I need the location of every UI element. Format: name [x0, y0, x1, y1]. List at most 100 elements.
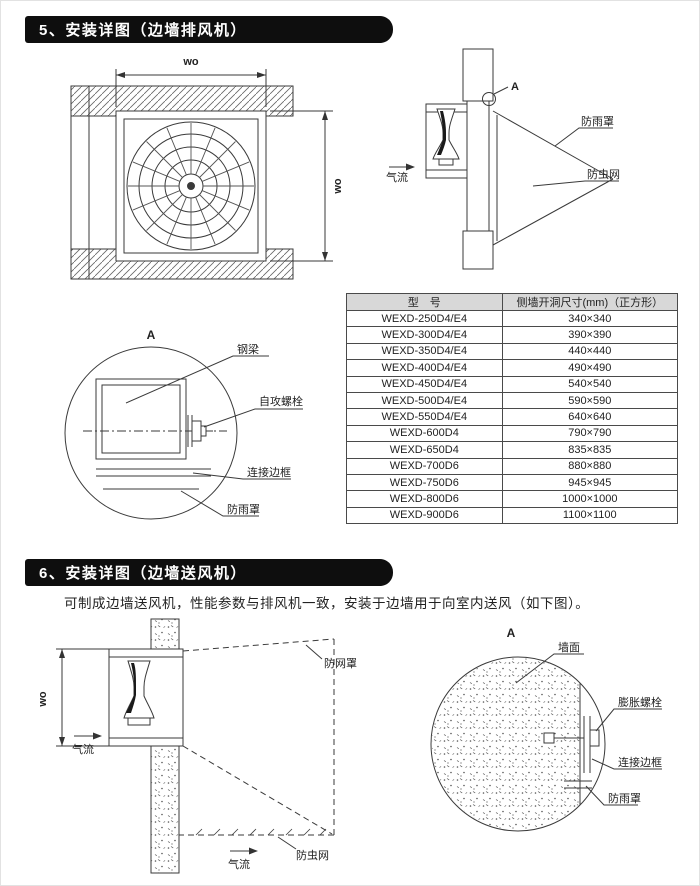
size-cell: 440×440	[501, 342, 679, 361]
detail-marker-label: A	[147, 328, 156, 342]
connecting-frame-label: 连接边框	[618, 756, 662, 769]
size-cell: 880×880	[501, 457, 679, 475]
fan-motor-cone	[123, 660, 155, 726]
fan-guard-spokes	[128, 123, 254, 249]
airflow-arrow	[389, 163, 415, 171]
net-cover-leader	[305, 644, 323, 660]
model-cell: WEXD-500D4/E4	[346, 391, 503, 410]
size-cell: 540×540	[501, 375, 679, 393]
rain-cover-label: 防雨罩	[581, 114, 614, 128]
model-cell: WEXD-750D6	[346, 473, 503, 492]
model-cell: WEXD-300D4/E4	[346, 326, 503, 344]
model-cell: WEXD-800D6	[346, 490, 503, 508]
dim-height-label: wo	[37, 691, 49, 708]
size-cell: 590×590	[501, 391, 679, 410]
self-tapping-bolt-label: 自攻螺栓	[259, 394, 303, 408]
supply-fan-detail-a: A 墙面 膨胀螺栓 连接边框 防雨罩	[430, 626, 662, 832]
insect-net-ticks	[195, 828, 327, 836]
insect-net-label: 防虫网	[296, 848, 329, 862]
callout-leaders	[515, 653, 662, 806]
dim-height-label: wo	[332, 178, 344, 195]
section5-title: 5、安装详图（边墙排风机）	[39, 22, 247, 39]
size-cell: 945×945	[501, 473, 679, 492]
insect-net-label: 防虫网	[587, 167, 620, 181]
size-cell: 790×790	[501, 424, 679, 443]
insect-net-leader	[532, 180, 619, 187]
size-cell: 1100×1100	[501, 506, 679, 525]
col-header-model: 型 号	[346, 293, 503, 311]
detail-marker-label: A	[511, 81, 519, 93]
dim-width-lines	[115, 69, 267, 107]
model-cell: WEXD-600D4	[346, 424, 503, 443]
net-cover-label: 防网罩	[324, 656, 357, 670]
section6-header: 6、安装详图（边墙送风机）	[25, 559, 393, 586]
wall-stipple-area	[432, 658, 580, 830]
size-cell: 1000×1000	[501, 490, 679, 508]
model-cell: WEXD-650D4	[346, 441, 503, 459]
callout-leaders	[125, 355, 303, 517]
connecting-frame-edges	[96, 468, 211, 490]
exhaust-fan-side-view: A 气流 防雨罩 防虫网	[386, 48, 620, 270]
airflow-out-arrow	[230, 847, 258, 855]
expansion-bolt-label: 膨胀螺栓	[618, 695, 662, 709]
exhaust-fan-detail-a: A 钢梁 自攻螺栓 连接边框 防雨罩	[64, 328, 303, 520]
section5-header: 5、安装详图（边墙排风机）	[25, 16, 393, 43]
detail-circle	[430, 656, 606, 832]
col-header-size: 侧墙开洞尺寸(mm)（正方形）	[501, 293, 679, 311]
supply-fan-side-view: wo 气流 气流 防网罩 防虫网	[37, 618, 357, 874]
airflow-in-arrow	[74, 732, 102, 740]
detail-marker-label: A	[507, 626, 516, 640]
rain-hood-outline	[492, 110, 614, 246]
dim-width-label: wo	[182, 56, 199, 68]
model-cell: WEXD-250D4/E4	[346, 309, 503, 328]
fan-guard	[126, 121, 256, 251]
model-cell: WEXD-350D4/E4	[346, 342, 503, 361]
airflow-label: 气流	[386, 170, 408, 184]
size-cell: 390×390	[501, 326, 679, 344]
exhaust-fan-front-view: wo wo	[70, 56, 344, 280]
model-cell: WEXD-900D6	[346, 506, 503, 525]
size-cell: 640×640	[501, 408, 679, 426]
steel-beam-label: 钢梁	[237, 342, 259, 356]
rain-cover-leader	[554, 127, 613, 147]
self-tapping-bolt-shape	[187, 415, 213, 447]
size-cell: 340×340	[501, 309, 679, 328]
detail-circle	[64, 346, 238, 520]
model-cell: WEXD-400D4/E4	[346, 359, 503, 377]
dim-height-lines	[56, 648, 109, 747]
size-cell: 835×835	[501, 441, 679, 459]
connecting-frame-plate	[583, 716, 591, 773]
airflow-in-label: 气流	[72, 742, 94, 756]
insect-net-leader	[277, 836, 297, 850]
fan-motor-cone	[432, 108, 460, 166]
net-cover-dashed-outline	[179, 638, 335, 836]
fan-unit-housing	[108, 648, 184, 747]
steel-beam-section	[95, 378, 187, 460]
connecting-frame-label: 连接边框	[247, 466, 291, 479]
expansion-bolt-shape	[543, 729, 600, 747]
airflow-out-label: 气流	[228, 857, 250, 871]
rain-cover-label: 防雨罩	[608, 791, 641, 805]
model-cell: WEXD-450D4/E4	[346, 375, 503, 393]
size-cell: 490×490	[501, 359, 679, 377]
table-head: 型 号 侧墙开洞尺寸(mm)（正方形）	[346, 293, 679, 311]
detail-marker-circle	[482, 86, 509, 106]
model-cell: WEXD-700D6	[346, 457, 503, 475]
wall-surface-label: 墙面	[558, 640, 580, 654]
section6-description: 可制成边墙送风机，性能参数与排风机一致，安装于边墙用于向室内送风（如下图）。	[64, 596, 590, 611]
